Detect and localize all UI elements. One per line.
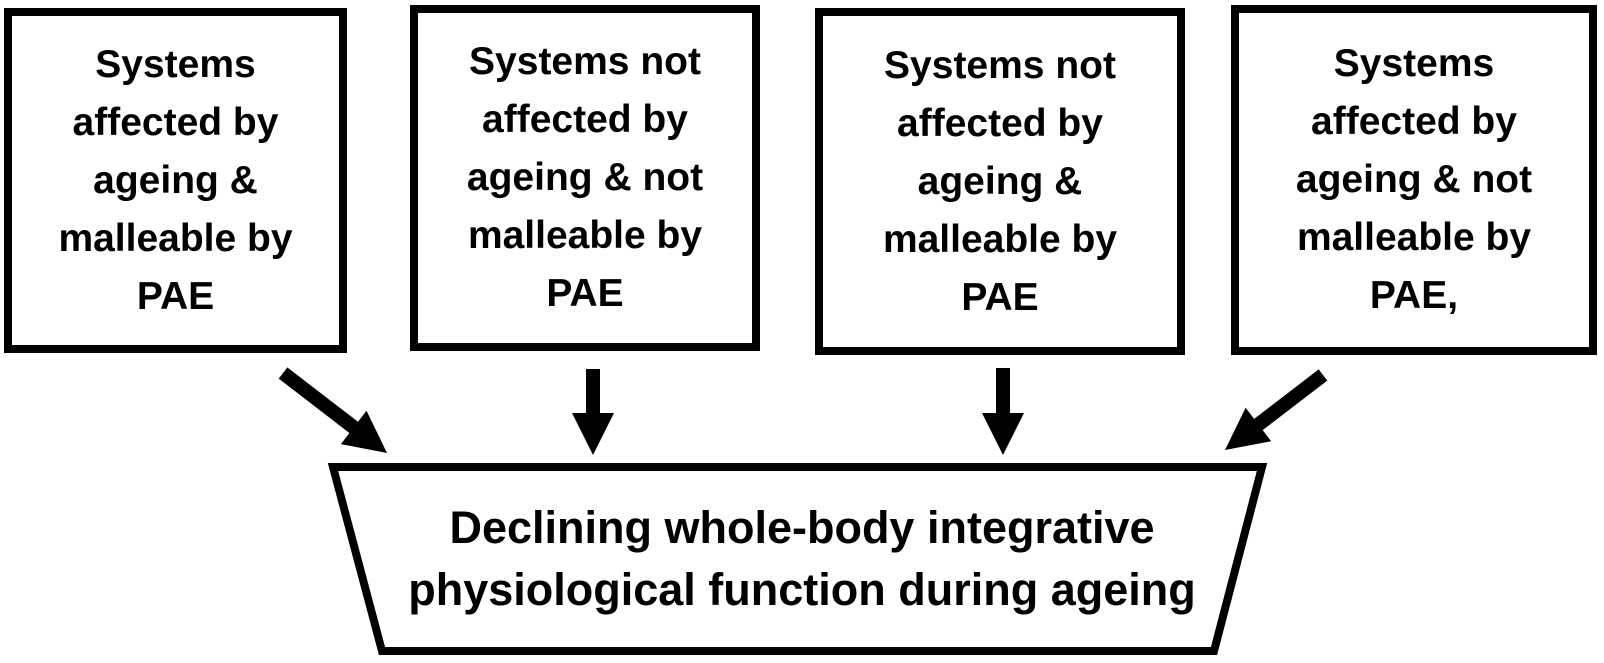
box-systems-affected-not-malleable: Systems affected by ageing & not malleab… (1231, 5, 1597, 355)
outcome-label: Declining whole-body integrative physiol… (408, 502, 1196, 615)
box-systems-affected-malleable: Systems affected by ageing & malleable b… (4, 8, 347, 353)
box-label: Systems not affected by ageing & malleab… (882, 43, 1118, 319)
box-label: Systems affected by ageing & malleable b… (58, 42, 293, 318)
arrow-down-icon (982, 368, 1024, 455)
box-label: Systems affected by ageing & not malleab… (1295, 42, 1533, 317)
box-systems-not-affected-malleable: Systems not affected by ageing & malleab… (815, 8, 1185, 355)
arrow-down-icon (572, 369, 614, 455)
arrow-down-left-icon (1225, 369, 1328, 450)
box-systems-not-affected-not-malleable: Systems not affected by ageing & not mal… (410, 5, 760, 351)
outcome-trapezoid-shape (327, 463, 1268, 655)
arrow-down-right-icon (278, 367, 387, 453)
box-label: Systems not affected by ageing & not mal… (466, 40, 704, 315)
